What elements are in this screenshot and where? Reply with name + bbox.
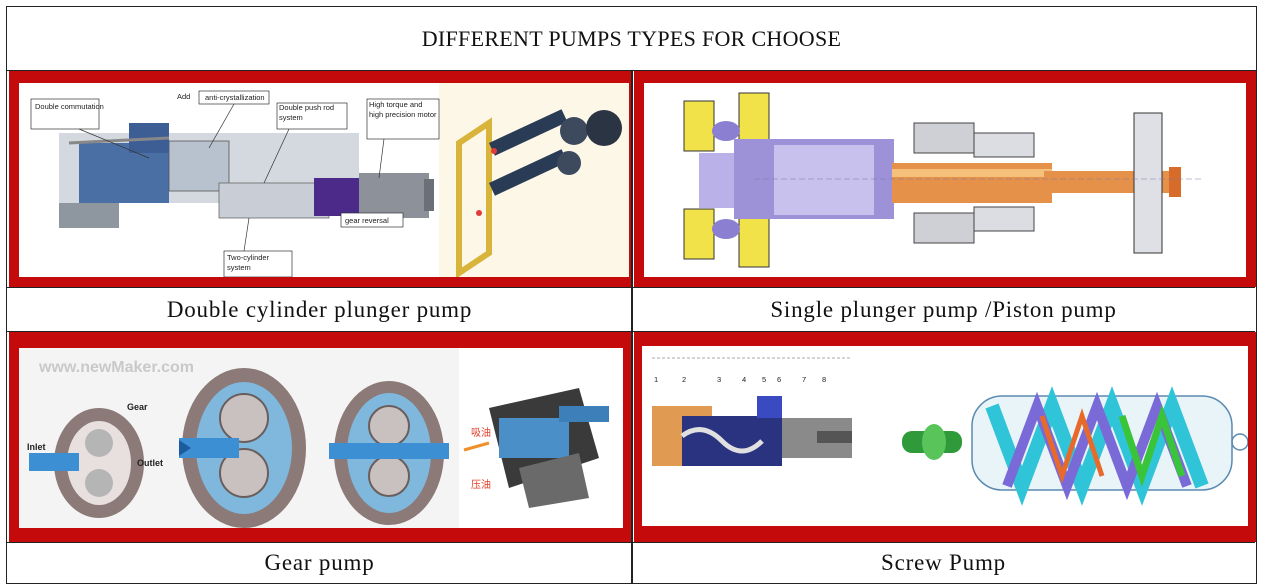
label-outlet: Outlet (137, 458, 163, 468)
label-gear: Gear (127, 402, 148, 412)
image-screw-pump: 1 2 3 4 5 6 7 8 (634, 332, 1256, 542)
double-cylinder-illustration: Double commutation Add anti-crystallizat… (19, 83, 629, 277)
caption-gear-pump: Gear pump (7, 542, 632, 583)
callout-double-push-rod: Double push rod system (279, 103, 335, 122)
screw-pump-illustration: 1 2 3 4 5 6 7 8 (642, 346, 1248, 526)
caption-double-cylinder-plunger-pump: Double cylinder plunger pump (7, 287, 632, 332)
scale-numbers: 1 2 3 4 5 6 7 8 (654, 375, 826, 384)
page-title: DIFFERENT PUMPS TYPES FOR CHOOSE (7, 7, 1256, 71)
column-divider (631, 71, 633, 583)
svg-text:5: 5 (762, 375, 766, 384)
svg-text:4: 4 (742, 375, 746, 384)
svg-text:7: 7 (802, 375, 806, 384)
callout-anti-crystallization: anti-crystallization (205, 93, 265, 102)
label-suction: 吸油 (471, 426, 491, 439)
callout-gear-reversal: gear reversal (345, 216, 389, 225)
gear-pump-illustration: www.newMaker.com Gear Inlet Outlet (19, 348, 623, 528)
callout-high-torque-motor: High torque and high precision motor (369, 100, 437, 119)
caption-screw-pump: Screw Pump (632, 542, 1255, 583)
image-gear-pump: www.newMaker.com Gear Inlet Outlet (9, 332, 631, 542)
callout-two-cylinder: Two-cylinder system (227, 253, 270, 272)
callout-add: Add (177, 92, 190, 101)
watermark-text: www.newMaker.com (38, 359, 194, 376)
svg-text:8: 8 (822, 375, 826, 384)
label-inlet: Inlet (27, 442, 46, 452)
svg-text:2: 2 (682, 375, 686, 384)
svg-text:6: 6 (777, 375, 781, 384)
pump-types-table: DIFFERENT PUMPS TYPES FOR CHOOSE Double … (6, 6, 1257, 584)
svg-text:3: 3 (717, 375, 721, 384)
single-plunger-illustration (644, 83, 1246, 277)
label-discharge: 压油 (471, 478, 491, 491)
svg-text:1: 1 (654, 375, 658, 384)
caption-single-plunger-pump: Single plunger pump /Piston pump (632, 287, 1255, 332)
image-double-cylinder-plunger-pump: Double commutation Add anti-crystallizat… (9, 71, 631, 287)
callout-double-commutation: Double commutation (35, 102, 104, 111)
image-single-plunger-pump (634, 71, 1256, 287)
